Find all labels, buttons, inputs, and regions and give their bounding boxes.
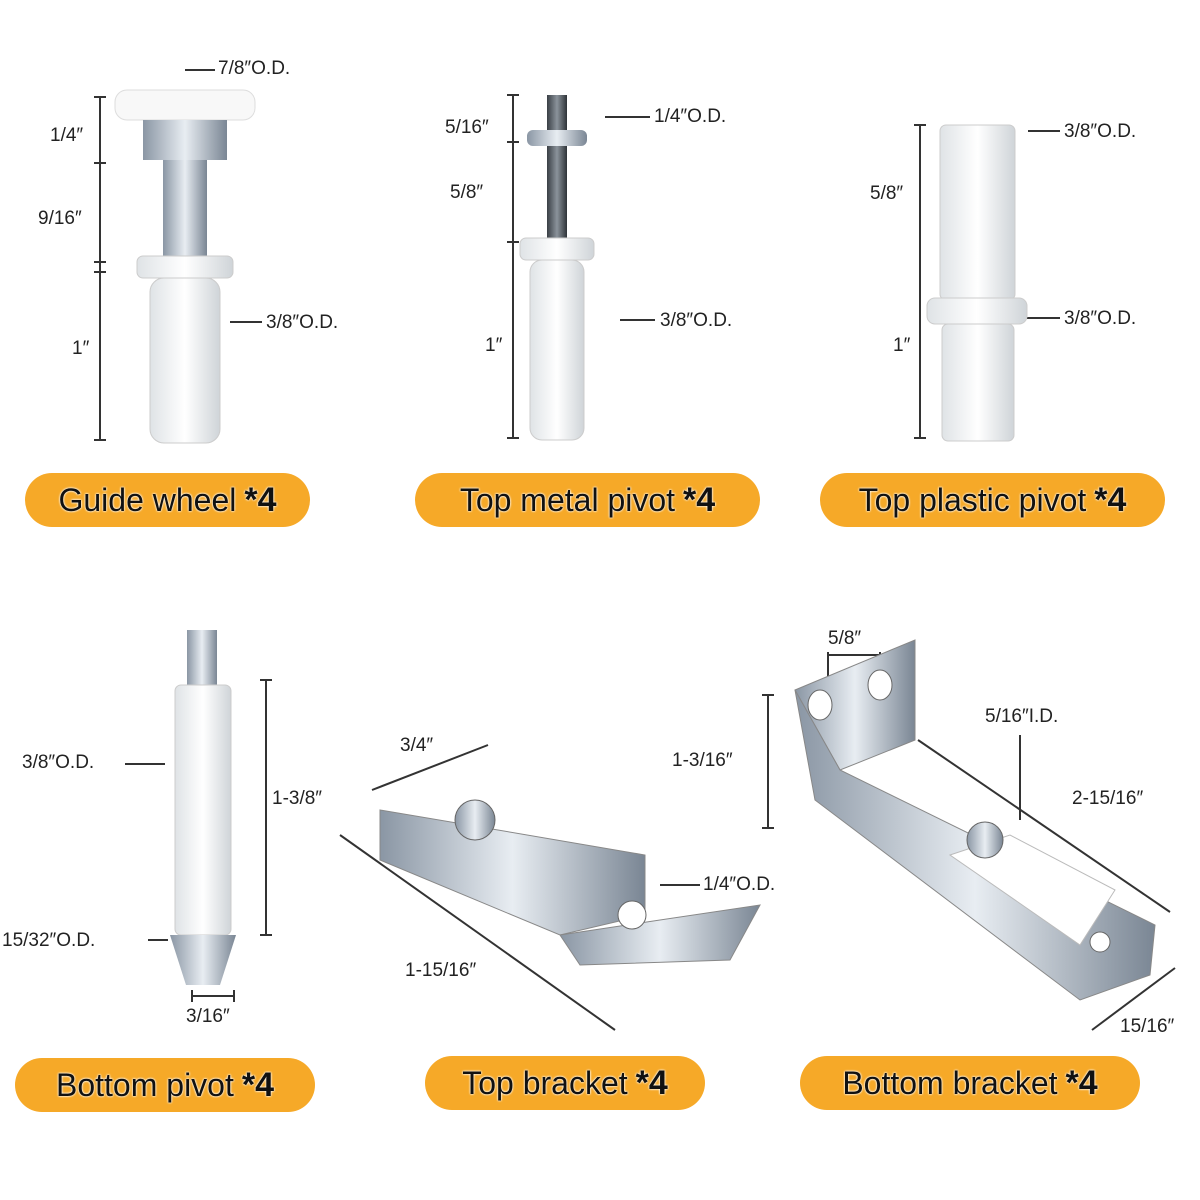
label-text: Top bracket (462, 1064, 628, 1101)
dim-top-bracket-length: 1-15/16″ (405, 960, 477, 981)
dim-bottom-pivot-od: 3/8″O.D. (22, 752, 95, 773)
label-top-bracket: Top bracket*4 (425, 1056, 705, 1110)
dim-bottom-bracket-id: 5/16″I.D. (985, 706, 1059, 727)
dim-metal-pivot-tip-od: 1/4″O.D. (654, 106, 727, 127)
dim-bottom-pivot-base-od: 15/32″O.D. (2, 930, 96, 951)
dim-guide-wheel-body: 1″ (72, 338, 90, 359)
label-bottom-bracket: Bottom bracket*4 (800, 1056, 1140, 1110)
label-qty: *4 (683, 480, 716, 519)
label-qty: *4 (241, 1065, 274, 1104)
dim-metal-pivot-tip: 5/16″ (445, 117, 489, 138)
dim-bottom-pivot-length: 1-3/8″ (272, 788, 323, 809)
dim-metal-pivot-shaft: 5/8″ (450, 182, 484, 203)
label-top-plastic-pivot: Top plastic pivot*4 (820, 473, 1165, 527)
dim-plastic-pivot-bottom: 1″ (893, 335, 911, 356)
label-qty: *4 (635, 1063, 668, 1102)
label-text: Bottom bracket (842, 1064, 1058, 1101)
dim-guide-wheel-shaft: 9/16″ (38, 208, 82, 229)
label-top-metal-pivot: Top metal pivot*4 (415, 473, 760, 527)
label-qty: *4 (244, 480, 277, 519)
dim-bottom-bracket-width: 15/16″ (1120, 1016, 1175, 1037)
label-qty: *4 (1094, 480, 1127, 519)
dim-bottom-bracket-holes: 5/8″ (828, 628, 862, 649)
dim-guide-wheel-head: 1/4″ (50, 125, 84, 146)
dim-top-bracket-hole: 1/4″O.D. (703, 874, 776, 895)
dim-plastic-pivot-top-od: 3/8″O.D. (1064, 121, 1137, 142)
label-qty: *4 (1065, 1063, 1098, 1102)
label-text: Top metal pivot (459, 481, 676, 518)
label-text: Bottom pivot (56, 1066, 234, 1103)
dim-bottom-bracket-height: 1-3/16″ (672, 750, 733, 771)
label-guide-wheel: Guide wheel*4 (25, 473, 310, 527)
dim-bottom-pivot-tip: 3/16″ (186, 1006, 230, 1027)
dim-metal-pivot-body-od: 3/8″O.D. (660, 310, 733, 331)
label-text: Guide wheel (58, 481, 237, 518)
label-bottom-pivot: Bottom pivot*4 (15, 1058, 315, 1112)
label-text: Top plastic pivot (858, 481, 1087, 518)
dim-top-bracket-width: 3/4″ (400, 735, 434, 756)
dim-plastic-pivot-top: 5/8″ (870, 183, 904, 204)
dim-bottom-bracket-length: 2-15/16″ (1072, 788, 1144, 809)
dim-plastic-pivot-bottom-od: 3/8″O.D. (1064, 308, 1137, 329)
dim-guide-wheel-body-od: 3/8″O.D. (266, 312, 339, 333)
dim-guide-wheel-od: 7/8″O.D. (218, 58, 291, 79)
dim-metal-pivot-body: 1″ (485, 335, 503, 356)
